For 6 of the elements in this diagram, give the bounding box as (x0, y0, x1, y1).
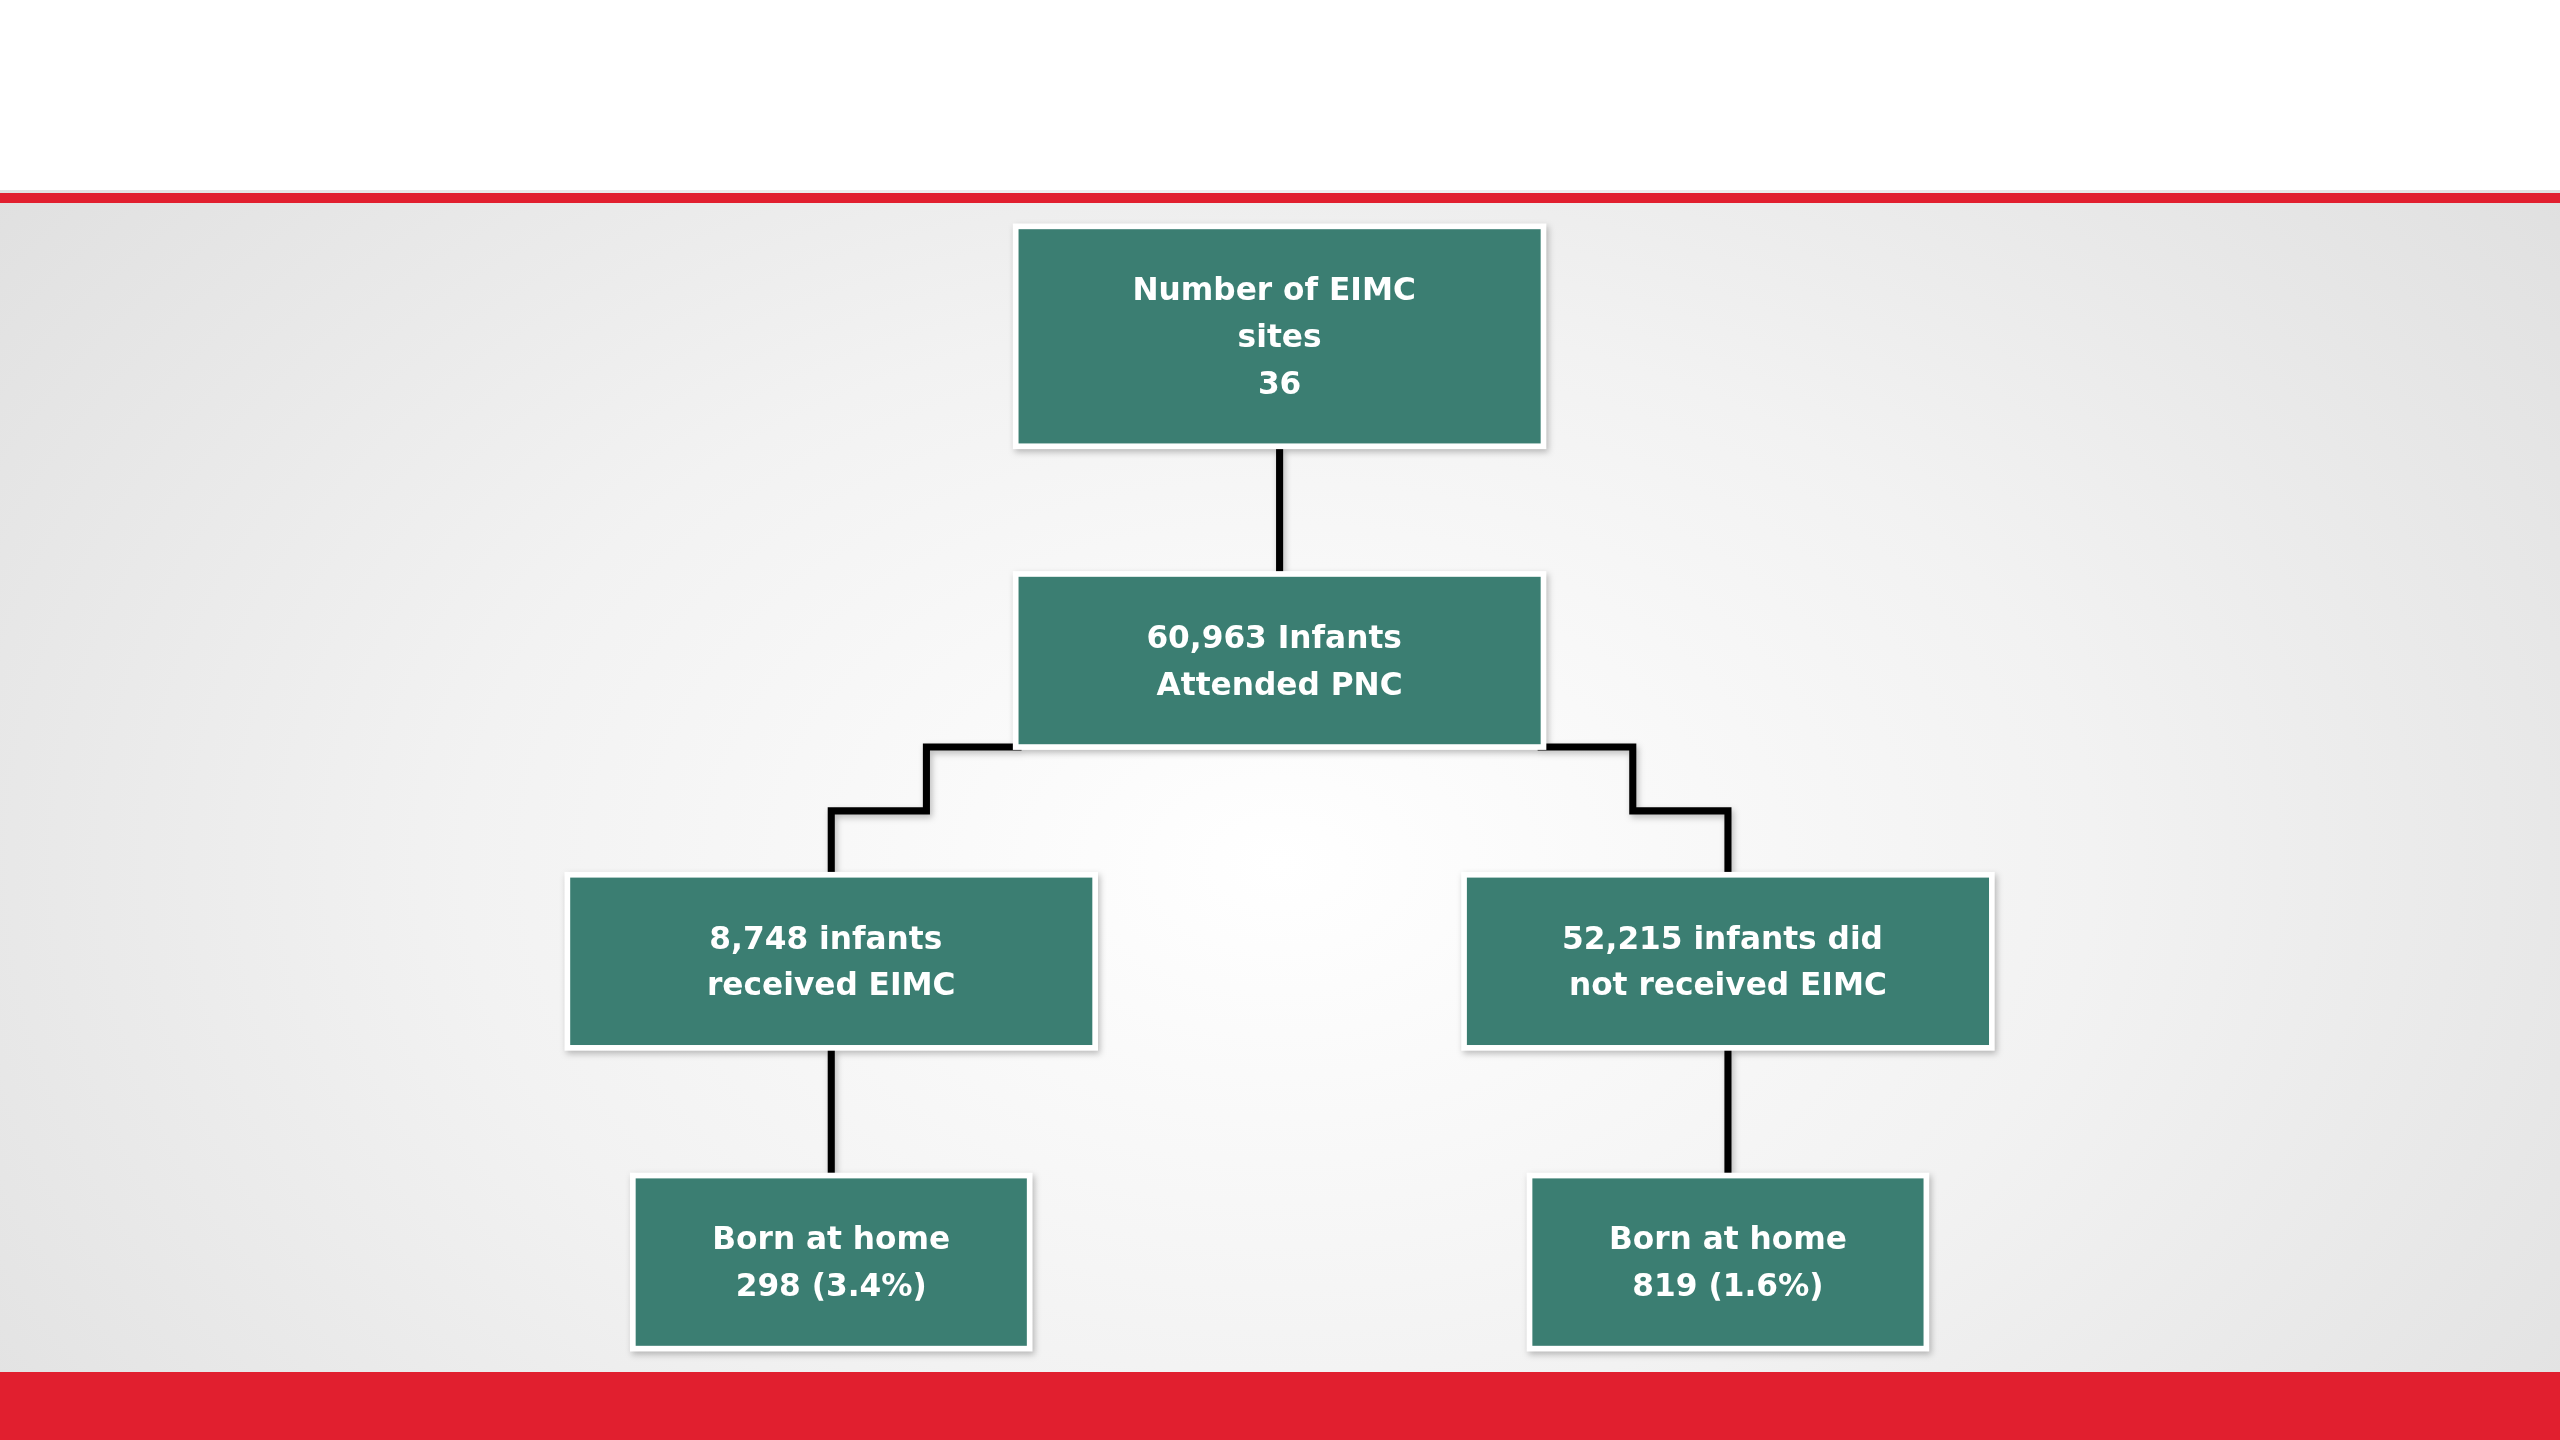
node-box: 52,215 infants did not received EIMC (1461, 871, 1996, 1051)
node-box: Born at home 819 (1.6%) (1527, 1172, 1930, 1352)
node-box: Number of EIMC sites 36 (1013, 223, 1547, 450)
node-box: 60,963 Infants Attended PNC (1013, 571, 1547, 750)
node-box: Born at home 298 (3.4%) (630, 1172, 1033, 1352)
node-box: 8,748 infants received EIMC (564, 871, 1099, 1051)
